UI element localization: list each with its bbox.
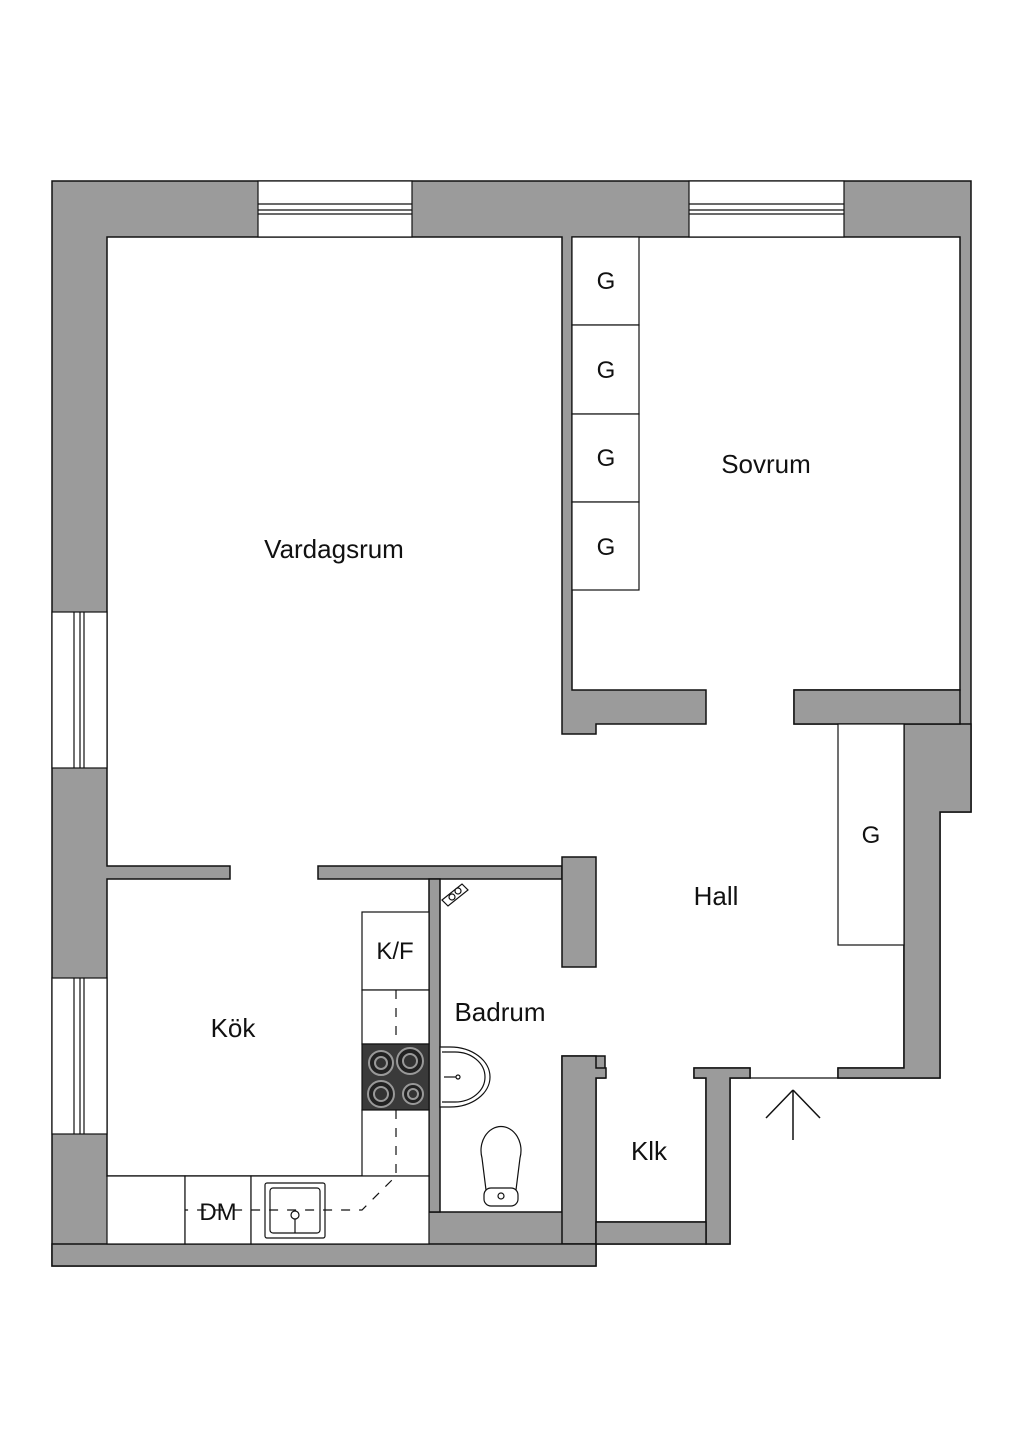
wall-kitchen-top bbox=[317, 865, 563, 880]
room-label-vardagsrum: Vardagsrum bbox=[264, 534, 404, 564]
bedroom-closets bbox=[571, 236, 640, 591]
closet-4 bbox=[571, 501, 640, 591]
wall-bath-west bbox=[428, 878, 441, 1213]
wall-sovrum-hall bbox=[793, 689, 961, 725]
window-top-left bbox=[257, 180, 413, 238]
shower-head bbox=[441, 883, 469, 907]
room-label-kok: Kök bbox=[211, 1013, 257, 1043]
wall-klk-east bbox=[693, 1067, 751, 1245]
closet-3-label: G bbox=[597, 445, 616, 472]
bath-sink bbox=[439, 1046, 491, 1108]
hall-closet-label: G bbox=[862, 822, 881, 849]
closet-1-label: G bbox=[597, 268, 616, 295]
fridge bbox=[361, 911, 430, 991]
walls bbox=[51, 180, 972, 1267]
room-label-badrum: Badrum bbox=[454, 997, 545, 1027]
upper-cabinet-line bbox=[185, 990, 397, 1211]
dishwasher-label: DM bbox=[199, 1199, 236, 1226]
entrance-arrow-icon bbox=[765, 1089, 821, 1140]
window-left-lower bbox=[51, 977, 108, 1135]
window-left-upper bbox=[51, 611, 108, 769]
wall-bottom bbox=[51, 1243, 597, 1267]
closet-4-label: G bbox=[597, 534, 616, 561]
room-label-sovrum: Sovrum bbox=[721, 449, 811, 479]
wall-bottom-right bbox=[595, 1221, 707, 1245]
closet-2-label: G bbox=[597, 357, 616, 384]
fridge-label: K/F bbox=[376, 938, 413, 965]
counter-bottom-left bbox=[106, 1175, 186, 1245]
wall-bath-east-lower bbox=[561, 1055, 607, 1245]
stove-burners bbox=[367, 1047, 424, 1108]
room-label-klk: Klk bbox=[631, 1136, 668, 1166]
wall-bath-east-upper bbox=[561, 856, 597, 968]
toilet bbox=[480, 1125, 522, 1207]
bathroom-fixtures bbox=[439, 883, 522, 1207]
room-label-hall: Hall bbox=[694, 881, 739, 911]
windows bbox=[51, 180, 845, 1135]
window-top-right bbox=[688, 180, 845, 238]
closet-2 bbox=[571, 324, 640, 415]
closet-1 bbox=[571, 236, 640, 326]
hall-closet bbox=[837, 723, 905, 946]
